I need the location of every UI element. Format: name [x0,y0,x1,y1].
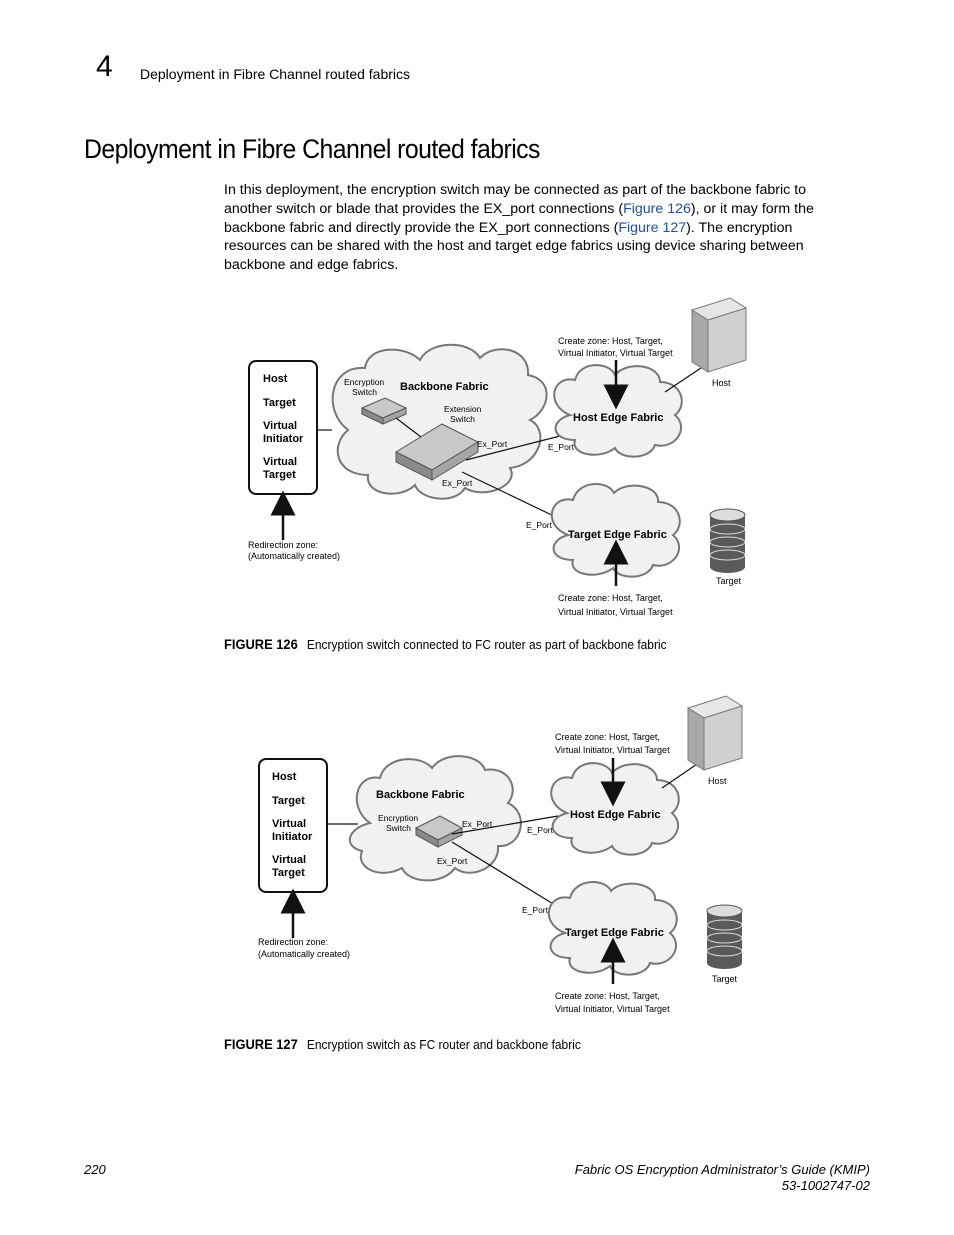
create-zone-bottom-label: Create zone: Host, Target, [555,991,660,1001]
zone-target-label: Target [263,397,296,409]
figure-126-label: FIGURE 126 [224,636,298,652]
host-edge-cloud [553,364,683,458]
host-server-icon [690,297,748,373]
redirection-auto-label: (Automatically created) [258,949,350,959]
backbone-fabric-label: Backbone Fabric [400,381,489,393]
create-zone-top-label-2: Virtual Initiator, Virtual Target [558,348,673,358]
page-title: Deployment in Fibre Channel routed fabri… [84,134,540,164]
figure-126-caption: FIGURE 126 Encryption switch connected to… [224,636,667,652]
figure-127-caption: FIGURE 127 Encryption switch as FC router… [224,1036,581,1052]
ex-port-bottom-label: Ex_Port [437,856,468,866]
host-edge-fabric-label: Host Edge Fabric [570,809,660,821]
encryption-switch-label-2: Switch [386,823,411,833]
doc-title: Fabric OS Encryption Administrator’s Gui… [574,1162,870,1177]
target-edge-cloud [547,880,678,976]
e-port-top-label: E_Port [527,825,554,835]
figure-127-link[interactable]: Figure 127 [618,219,687,236]
intro-paragraph: In this deployment, the encryption switc… [224,181,849,275]
backbone-cloud [331,343,548,500]
backbone-fabric-label: Backbone Fabric [376,789,465,801]
create-zone-top-label: Create zone: Host, Target, [555,732,660,742]
figure-126-diagram: Host Target Virtual Initiator Virtual Ta… [230,290,770,630]
target-storage-icon [706,904,743,969]
create-zone-bottom-label-2: Virtual Initiator, Virtual Target [555,1004,670,1014]
target-label: Target [716,576,742,586]
e-port-bottom-label: E_Port [522,905,549,915]
target-label: Target [712,974,738,984]
ex-port-top-label: Ex_Port [462,819,493,829]
e-port-bottom-label: E_Port [526,520,553,530]
zone-virtual2-label: Virtual [272,854,306,866]
zone-host-label: Host [263,373,288,385]
para-text-3: ). The encryption resources can be share… [224,219,804,274]
zone-target2-label: Target [263,469,296,481]
figure-126-caption-text: Encryption switch connected to FC router… [306,637,667,652]
zone-host-label: Host [272,771,297,783]
target-storage-icon [709,508,746,573]
host-server-icon [686,695,744,771]
create-zone-bottom-label: Create zone: Host, Target, [558,593,663,603]
host-label: Host [708,776,727,786]
figure-126-link[interactable]: Figure 126 [623,200,691,217]
extension-switch-icon [394,423,480,481]
zone-box: Host Target Virtual Initiator Virtual Ta… [258,758,328,893]
redirection-zone-label: Redirection zone: [248,540,318,550]
target-edge-cloud [550,482,681,578]
host-label: Host [712,378,731,388]
create-zone-top-label-2: Virtual Initiator, Virtual Target [555,745,670,755]
target-edge-fabric-label: Target Edge Fabric [568,529,667,541]
create-zone-top-label: Create zone: Host, Target, [558,336,663,346]
zone-initiator-label: Initiator [272,831,313,843]
target-edge-fabric-label: Target Edge Fabric [565,927,664,939]
figure-127-diagram: Host Target Virtual Initiator Virtual Ta… [230,688,770,1028]
chapter-number: 4 [96,50,113,83]
encryption-switch-icon [360,397,408,425]
page-number: 220 [84,1162,106,1177]
footer-doc-info: Fabric OS Encryption Administrator’s Gui… [575,1162,870,1194]
zone-virtual2-label: Virtual [263,456,297,468]
extension-switch-label: Extension [444,404,482,414]
para-text-1: In this deployment, the encryption switc… [224,182,807,217]
running-header: Deployment in Fibre Channel routed fabri… [140,66,411,82]
encryption-switch-label-2: Switch [352,387,377,397]
zone-box: Host Target Virtual Initiator Virtual Ta… [248,360,318,495]
extension-switch-label-2: Switch [450,414,475,424]
doc-number: 53-1002747-02 [781,1178,870,1193]
redirection-auto-label: (Automatically created) [248,551,340,561]
redirection-zone-label: Redirection zone: [258,937,328,947]
host-edge-fabric-label: Host Edge Fabric [573,412,663,424]
zone-initiator-label: Initiator [263,433,304,445]
host-edge-cloud [550,762,680,856]
encryption-switch-label: Encryption [344,377,384,387]
figure-127-label: FIGURE 127 [224,1036,298,1052]
ex-port-top-label: Ex_Port [477,439,508,449]
e-port-top-label: E_Port [548,442,575,452]
figure-127-caption-text: Encryption switch as FC router and backb… [306,1037,581,1052]
create-zone-bottom-label-2: Virtual Initiator, Virtual Target [558,607,673,617]
zone-target2-label: Target [272,867,305,879]
ex-port-bottom-label: Ex_Port [442,478,473,488]
para-text-2: ), or it may form the backbone fabric an… [224,200,814,236]
zone-target-label: Target [272,795,305,807]
zone-virtual-label: Virtual [263,420,297,432]
encryption-switch-label: Encryption [378,813,418,823]
zone-virtual-label: Virtual [272,818,306,830]
